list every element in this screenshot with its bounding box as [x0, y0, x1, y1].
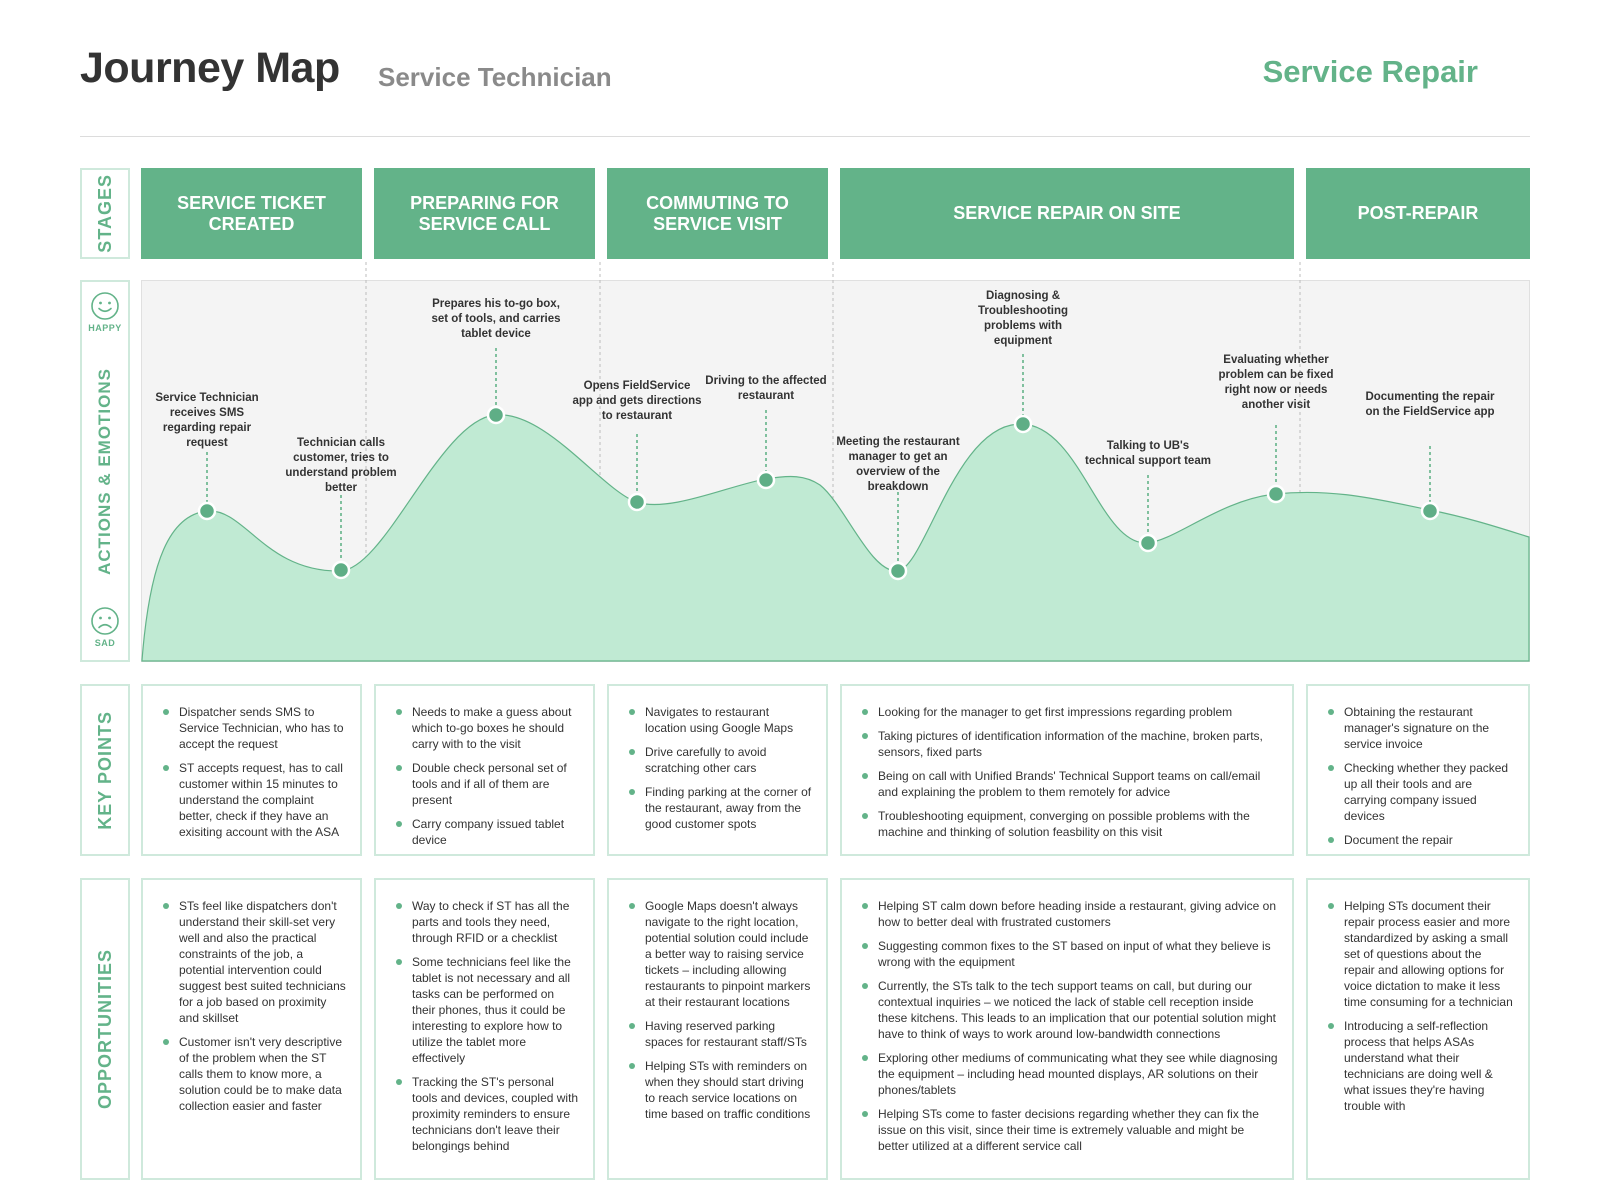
action-label: Diagnosing & Troubleshooting problems wi… [977, 290, 1069, 347]
key-point-item: Obtaining the restaurant manager's signa… [1322, 704, 1514, 752]
opportunity-item: Introducing a self-reflection process th… [1322, 1018, 1514, 1114]
key-point-item: Finding parking at the corner of the res… [623, 784, 812, 832]
action-point-4 [627, 492, 647, 512]
action-label: Evaluating whether problem can be fixed … [1218, 354, 1334, 411]
opportunities-card-2: Way to check if ST has all the parts and… [374, 878, 595, 1180]
opportunity-item: Some technicians feel like the tablet is… [390, 954, 579, 1066]
key-point-item: Checking whether they packed up all thei… [1322, 760, 1514, 824]
stage-preparing-for-service-call: PREPARING FOR SERVICE CALL [374, 168, 595, 259]
key-points-card-4: Looking for the manager to get first imp… [840, 684, 1294, 856]
sad-face-icon [91, 607, 119, 635]
opportunity-item: Helping STs come to faster decisions reg… [856, 1106, 1278, 1154]
row-label-opportunities: OPPORTUNITIES [80, 878, 130, 1180]
action-point-9 [1266, 484, 1286, 504]
key-point-item: Document the repair [1322, 832, 1514, 848]
opportunities-card-5: Helping STs document their repair proces… [1306, 878, 1530, 1180]
project-title: Service Repair [1262, 54, 1478, 89]
stage-service-ticket-created: SERVICE TICKET CREATED [141, 168, 362, 259]
opportunity-item: Exploring other mediums of communicating… [856, 1050, 1278, 1098]
opportunity-item: Tracking the ST's personal tools and dev… [390, 1074, 579, 1154]
action-point-2 [331, 560, 351, 580]
action-label: Opens FieldService app and gets directio… [572, 380, 702, 422]
action-label: Technician calls customer, tries to unde… [285, 437, 397, 494]
sad-indicator: SAD [90, 606, 120, 648]
opportunity-item: STs feel like dispatchers don't understa… [157, 898, 346, 1026]
key-point-item: Troubleshooting equipment, converging on… [856, 808, 1278, 840]
opportunity-item: Suggesting common fixes to the ST based … [856, 938, 1278, 970]
action-point-3 [486, 405, 506, 425]
happy-indicator: HAPPY [88, 291, 122, 333]
happy-label: HAPPY [88, 323, 122, 333]
key-point-item: Being on call with Unified Brands' Techn… [856, 768, 1278, 800]
action-point-10 [1420, 501, 1440, 521]
action-label: Prepares his to-go box, set of tools, an… [431, 298, 561, 340]
opportunity-item: Customer isn't very descriptive of the p… [157, 1034, 346, 1114]
opportunity-item: Google Maps doesn't always navigate to t… [623, 898, 812, 1010]
row-label-stages: STAGES [80, 168, 130, 259]
sad-label: SAD [94, 638, 116, 648]
action-point-6 [888, 561, 908, 581]
key-point-item: Looking for the manager to get first imp… [856, 704, 1278, 720]
key-point-item: Carry company issued tablet device [390, 816, 579, 848]
stage-commuting-to-service-visit: COMMUTING TO SERVICE VISIT [607, 168, 828, 259]
action-label: Service Technician receives SMS regardin… [155, 392, 259, 449]
happy-face-icon [91, 292, 119, 320]
opportunity-item: Helping ST calm down before heading insi… [856, 898, 1278, 930]
action-label: Talking to UB's technical support team [1085, 440, 1211, 467]
opportunity-item: Having reserved parking spaces for resta… [623, 1018, 812, 1050]
opportunity-item: Helping STs with reminders on when they … [623, 1058, 812, 1122]
header-divider [80, 136, 1530, 137]
opportunity-item: Currently, the STs talk to the tech supp… [856, 978, 1278, 1042]
key-points-card-2: Needs to make a guess about which to-go … [374, 684, 595, 856]
action-point-1 [197, 501, 217, 521]
opportunities-card-4: Helping ST calm down before heading insi… [840, 878, 1294, 1180]
page-title: Journey Map [80, 44, 340, 92]
action-point-7 [1013, 414, 1033, 434]
key-point-item: ST accepts request, has to call customer… [157, 760, 346, 840]
key-point-item: Needs to make a guess about which to-go … [390, 704, 579, 752]
key-point-item: Drive carefully to avoid scratching othe… [623, 744, 812, 776]
opportunities-card-1: STs feel like dispatchers don't understa… [141, 878, 362, 1180]
action-point-8 [1138, 533, 1158, 553]
action-label: Documenting the repair on the FieldServi… [1365, 391, 1495, 418]
row-label-actions: ACTIONS & EMOTIONS [80, 280, 130, 662]
action-point-5 [756, 470, 776, 490]
key-point-item: Double check personal set of tools and i… [390, 760, 579, 808]
opportunity-item: Helping STs document their repair proces… [1322, 898, 1514, 1010]
key-points-card-3: Navigates to restaurant location using G… [607, 684, 828, 856]
stage-post-repair: POST-REPAIR [1306, 168, 1530, 259]
opportunities-card-3: Google Maps doesn't always navigate to t… [607, 878, 828, 1180]
opportunity-item: Way to check if ST has all the parts and… [390, 898, 579, 946]
action-label: Driving to the affected restaurant [705, 375, 827, 402]
action-label: Meeting the restaurant manager to get an… [836, 436, 960, 493]
page-subtitle: Service Technician [378, 62, 612, 92]
key-point-item: Navigates to restaurant location using G… [623, 704, 812, 736]
stage-service-repair-on-site: SERVICE REPAIR ON SITE [840, 168, 1294, 259]
key-points-card-1: Dispatcher sends SMS to Service Technici… [141, 684, 362, 856]
action-points [197, 405, 1440, 581]
key-point-item: Taking pictures of identification inform… [856, 728, 1278, 760]
key-points-card-5: Obtaining the restaurant manager's signa… [1306, 684, 1530, 856]
key-point-item: Dispatcher sends SMS to Service Technici… [157, 704, 346, 752]
row-label-key-points: KEY POINTS [80, 684, 130, 856]
action-connectors [206, 348, 1431, 567]
